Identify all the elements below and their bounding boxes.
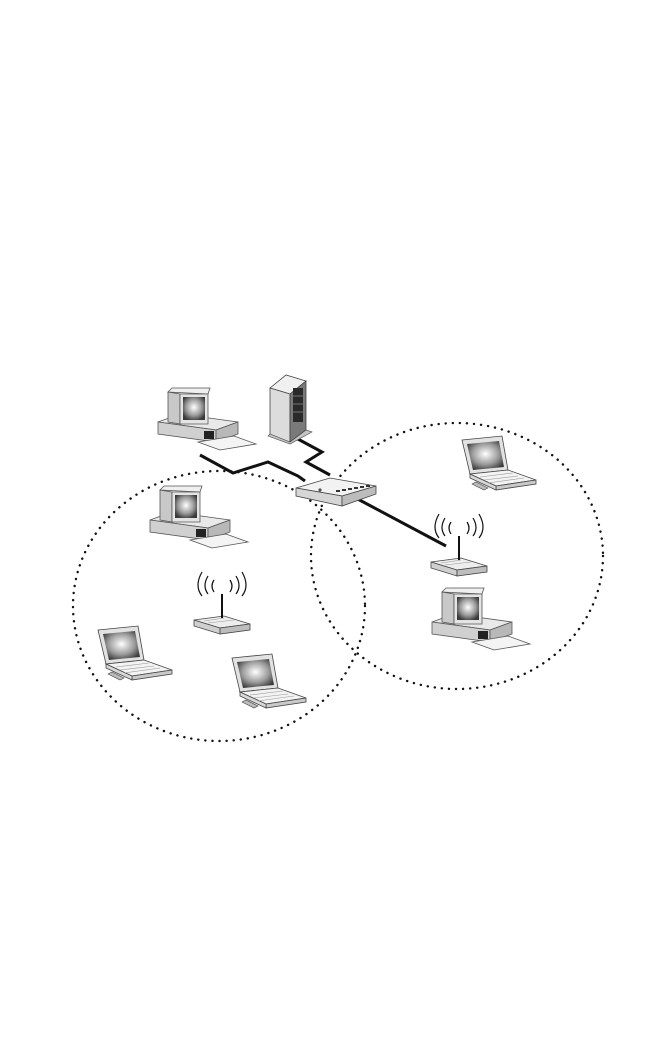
cable-desktop-to-switch <box>200 455 305 481</box>
laptop-icon <box>98 626 172 680</box>
wireless-zone-left <box>73 471 365 741</box>
laptop-icon <box>232 654 306 708</box>
cable-switch-to-access-point <box>352 496 446 546</box>
laptop-icon <box>462 436 536 490</box>
access-point-icon <box>194 572 250 634</box>
desktop-icon <box>158 388 256 450</box>
server-icon <box>268 375 312 444</box>
desktop-icon <box>150 486 248 548</box>
access-point-icon <box>431 514 487 576</box>
desktop-icon <box>432 588 530 650</box>
cable-server-to-switch <box>296 438 330 475</box>
